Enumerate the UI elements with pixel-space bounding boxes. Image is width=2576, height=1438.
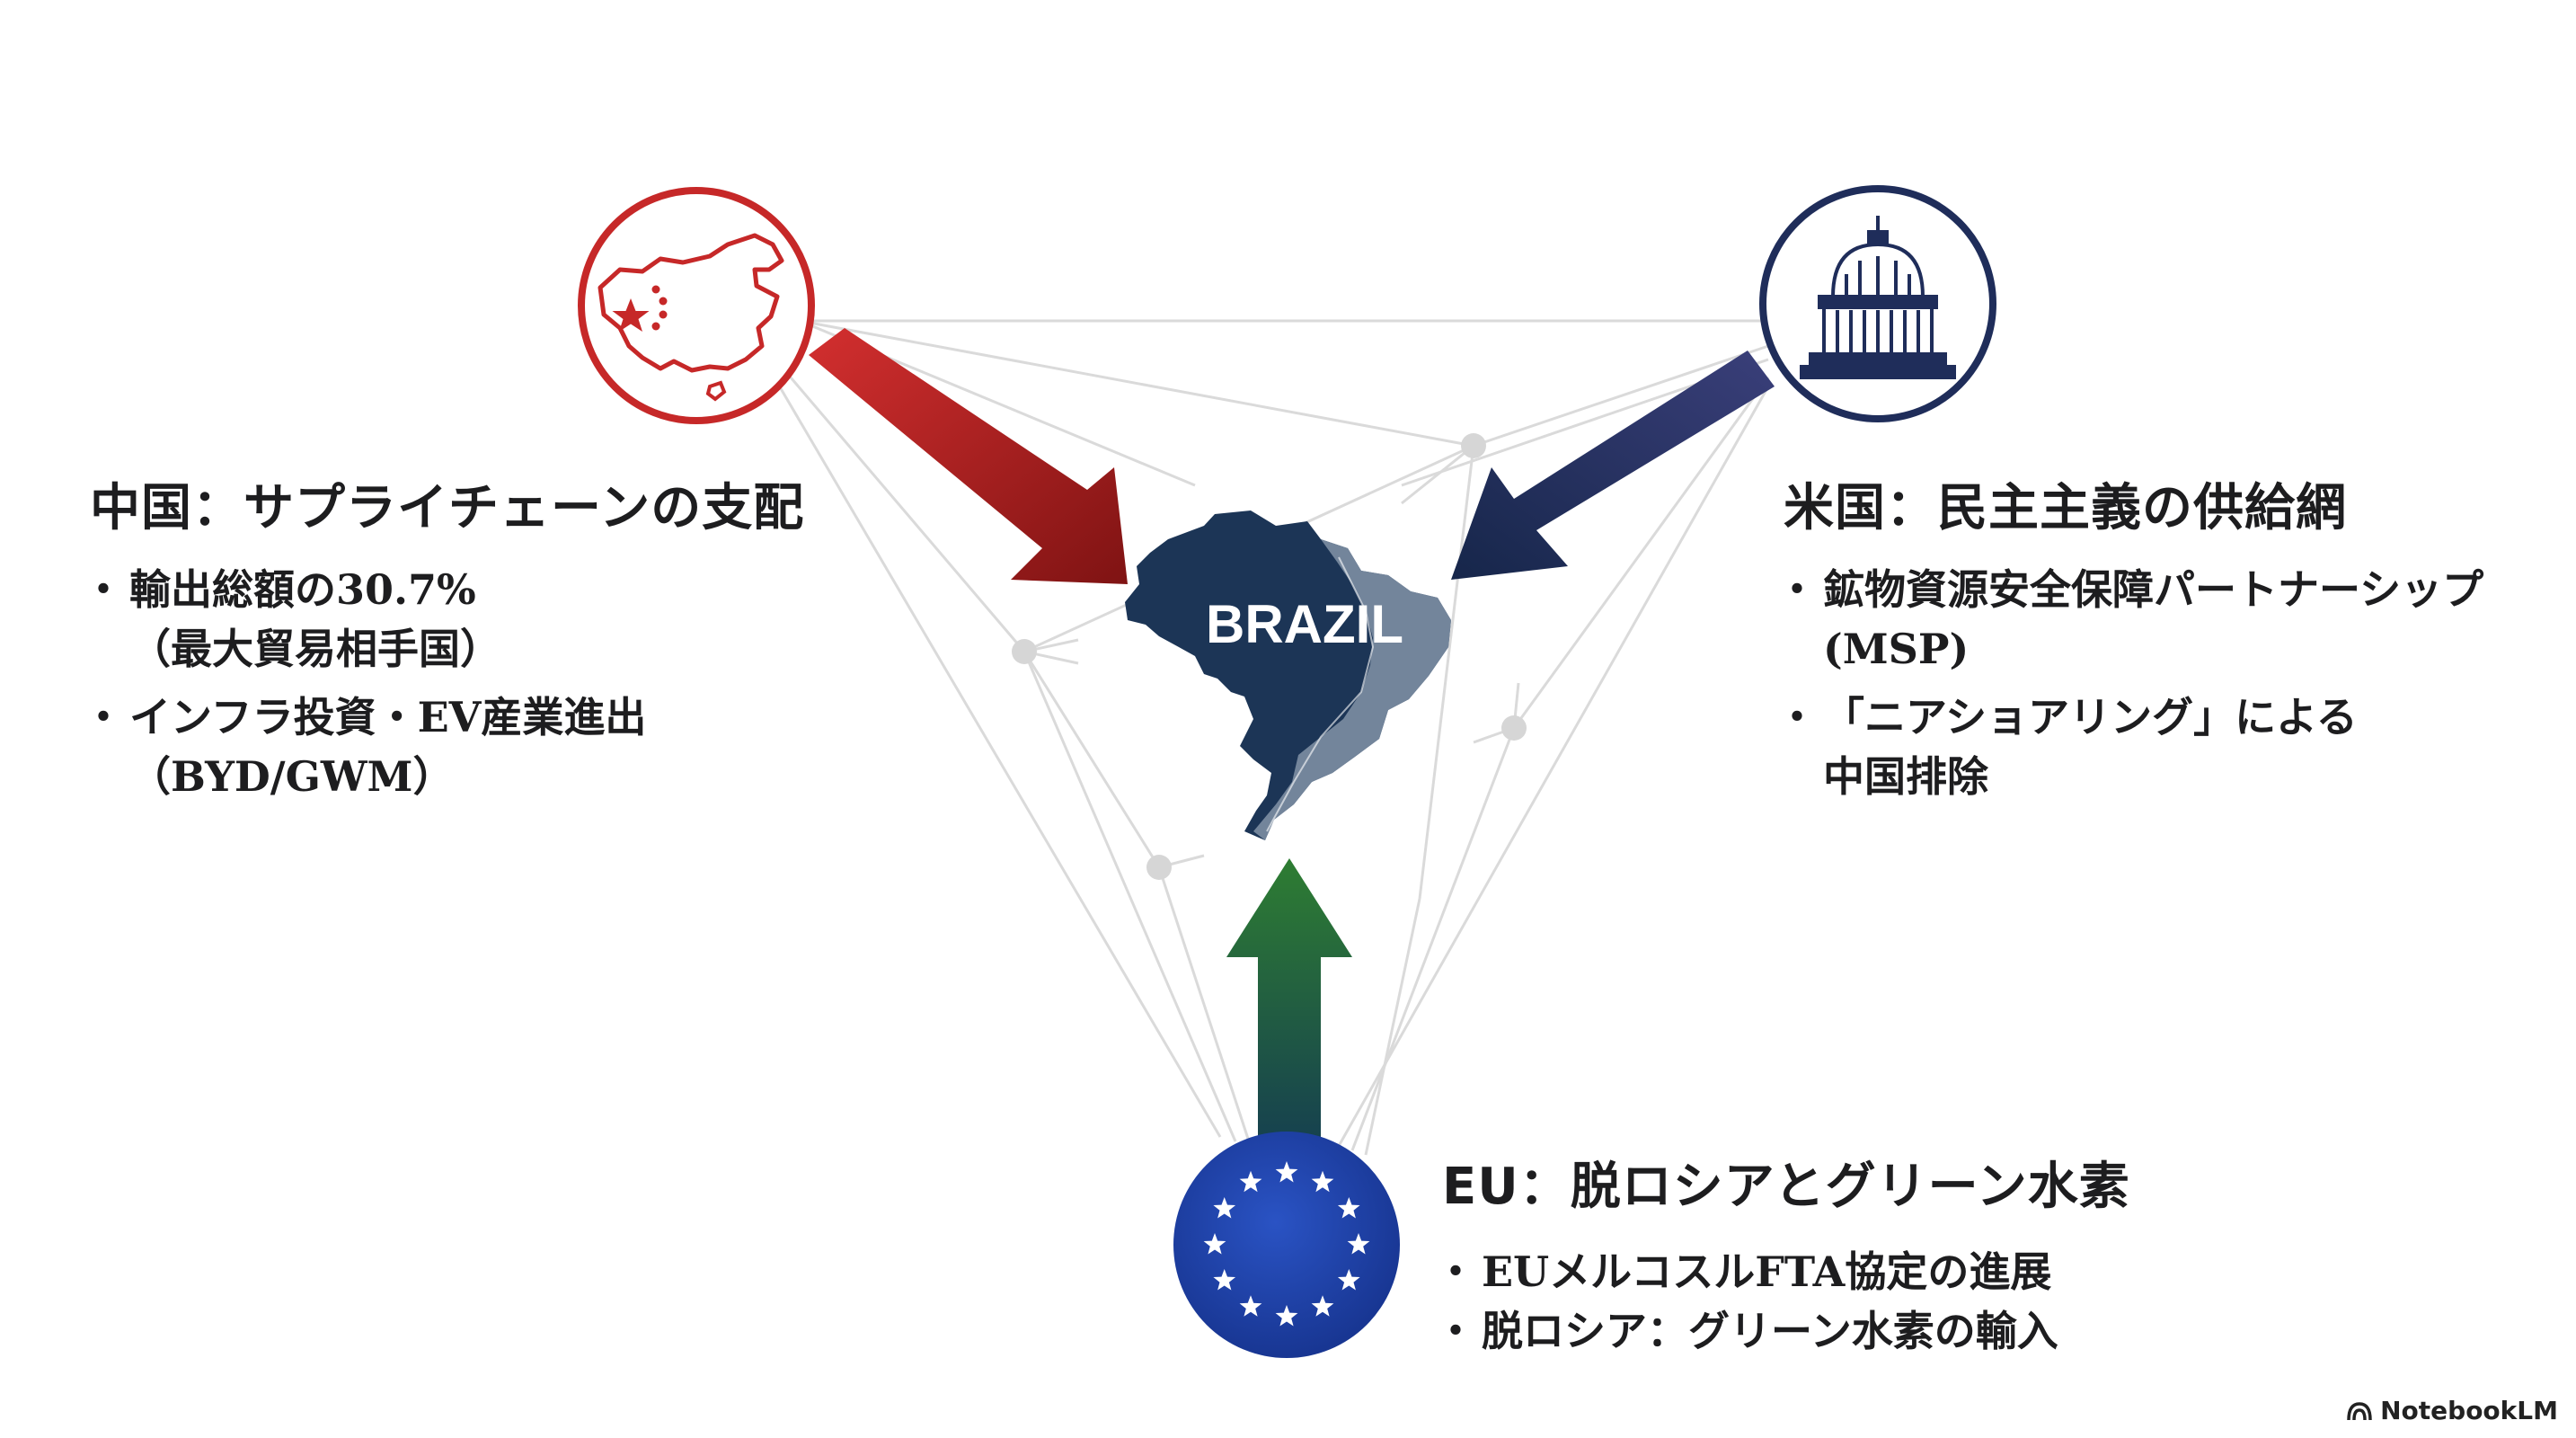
- eu-bullet: EUメルコスルFTA協定の進展: [1435, 1246, 2130, 1298]
- eu-star-icon: [1311, 1295, 1334, 1317]
- china-block: 中国：サプライチェーンの支配 輸出総額の30.7% （最大貿易相手国） インフラ…: [83, 467, 805, 815]
- eu-star-icon: [1213, 1269, 1236, 1291]
- usa-arrow: [1451, 351, 1775, 580]
- eu-star-icon: [1239, 1295, 1262, 1317]
- eu-circle-icon: [1173, 1132, 1400, 1358]
- capitol-dome-icon: [1800, 216, 1956, 379]
- eu-star-icon: [1213, 1197, 1236, 1219]
- usa-title: 米国：民主主義の供給網: [1784, 479, 2347, 537]
- usa-bullet-line: (MSP): [1823, 625, 1970, 673]
- usa-block: 米国：民主主義の供給網 鉱物資源安全保障パートナーシップ (MSP) 「ニアショ…: [1776, 467, 2484, 815]
- eu-bullet: 脱ロシア：グリーン水素の輸入: [1435, 1305, 2130, 1357]
- usa-circle-icon: [1759, 185, 1996, 422]
- china-bullet-line: （BYD/GWM）: [129, 752, 455, 801]
- eu-star-icon: [1203, 1233, 1226, 1255]
- eu-bullet-line: EUメルコスルFTA協定の進展: [1482, 1247, 2052, 1296]
- usa-bullets: 鉱物資源安全保障パートナーシップ (MSP) 「ニアショアリング」による 中国排…: [1776, 560, 2484, 806]
- china-bullet: インフラ投資・EV産業進出 （BYD/GWM）: [83, 688, 804, 806]
- china-bullet: 輸出総額の30.7% （最大貿易相手国）: [83, 560, 804, 679]
- eu-stars-flag-icon: [1203, 1161, 1370, 1327]
- eu-star-icon: [1311, 1170, 1334, 1193]
- china-arrow: [809, 328, 1128, 584]
- eu-bullet-line: 脱ロシア：グリーン水素の輸入: [1482, 1307, 2058, 1355]
- usa-bullet-line: 鉱物資源安全保障パートナーシップ: [1823, 565, 2484, 614]
- brazil-map-icon: [1125, 510, 1451, 840]
- usa-bullet: 「ニアショアリング」による 中国排除: [1776, 688, 2483, 806]
- eu-star-icon: [1347, 1233, 1370, 1255]
- eu-block: EU：脱ロシアとグリーン水素 EUメルコスルFTA協定の進展 脱ロシア：グリーン…: [1435, 1146, 2130, 1364]
- notebooklm-watermark: NotebookLM: [2346, 1396, 2558, 1425]
- china-bullet-line: インフラ投資・EV産業進出: [129, 693, 647, 741]
- china-bullet-line: 輸出総額の30.7%: [129, 565, 476, 614]
- notebooklm-logo-icon: [2347, 1401, 2372, 1420]
- watermark-text: NotebookLM: [2380, 1396, 2558, 1425]
- eu-star-icon: [1239, 1170, 1262, 1193]
- brazil-label: BRAZIL: [1206, 594, 1403, 654]
- eu-star-icon: [1337, 1197, 1360, 1219]
- eu-bullets: EUメルコスルFTA協定の進展 脱ロシア：グリーン水素の輸入: [1435, 1246, 2130, 1357]
- usa-bullet-line: 「ニアショアリング」による: [1823, 693, 2358, 741]
- eu-star-icon: [1337, 1269, 1360, 1291]
- eu-title: EU：脱ロシアとグリーン水素: [1442, 1158, 2130, 1216]
- china-circle-icon: [578, 187, 815, 424]
- usa-bullet: 鉱物資源安全保障パートナーシップ (MSP): [1776, 560, 2484, 679]
- eu-star-icon: [1275, 1161, 1298, 1183]
- usa-bullet-line: 中国排除: [1823, 752, 1988, 801]
- china-map-icon: [598, 233, 784, 402]
- eu-star-icon: [1275, 1305, 1298, 1327]
- china-bullets: 輸出総額の30.7% （最大貿易相手国） インフラ投資・EV産業進出 （BYD/…: [83, 560, 804, 806]
- china-bullet-line: （最大貿易相手国）: [129, 625, 501, 673]
- china-title: 中国：サプライチェーンの支配: [90, 479, 805, 537]
- network-nodes: [1012, 433, 1527, 880]
- eu-arrow: [1226, 858, 1352, 1141]
